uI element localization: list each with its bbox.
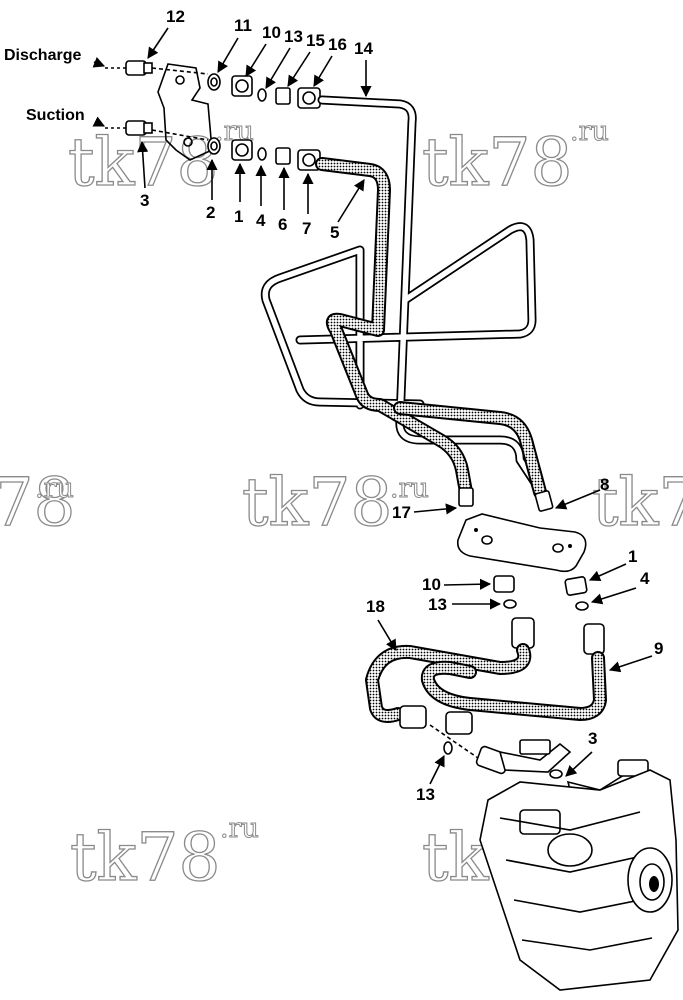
callout-3-lower: 3: [588, 729, 597, 748]
callout-3-top: 3: [140, 191, 149, 210]
callout-10: 10: [262, 23, 281, 42]
svg-text:tk78: tk78: [592, 464, 683, 541]
callout-12: 12: [166, 7, 185, 26]
callout-2: 2: [206, 203, 215, 222]
callout-18: 18: [366, 597, 385, 616]
callout-13-lower: 13: [428, 595, 447, 614]
callout-15: 15: [306, 31, 325, 50]
watermark-mid-left: tk78 .ru: [0, 463, 76, 541]
callout-13-bottom: 13: [416, 785, 435, 804]
watermark-mid-center: tk78 .ru: [241, 463, 429, 541]
discharge-label: Discharge: [4, 47, 81, 64]
watermark-mid-right: tk78: [591, 463, 683, 541]
svg-text:.ru: .ru: [220, 813, 259, 844]
svg-text:tk78: tk78: [422, 124, 573, 201]
callout-4-lower: 4: [640, 569, 650, 588]
svg-text:tk78: tk78: [242, 464, 393, 541]
compressor: [479, 769, 679, 991]
flex-hose-18: [365, 617, 535, 723]
callout-7: 7: [302, 219, 311, 238]
callout-4-top: 4: [256, 211, 266, 230]
top-mounting-bracket: [157, 63, 213, 161]
callout-17: 17: [392, 503, 411, 522]
svg-text:.ru: .ru: [35, 473, 74, 504]
callout-6: 6: [278, 215, 287, 234]
callout-5: 5: [330, 223, 339, 242]
callout-1-lower: 1: [628, 547, 637, 566]
flex-hose-9: [420, 623, 607, 721]
suction-fitting-row: [105, 120, 321, 171]
callout-10-lower: 10: [422, 575, 441, 594]
watermark-top-left: tk78 .ru: [67, 116, 254, 202]
suction-label: Suction: [26, 107, 85, 124]
callouts: 12 11 10 13 15 16 14 3 2 1 4 6 7 5 17 8 …: [137, 7, 663, 804]
callout-9: 9: [654, 639, 663, 658]
callout-13: 13: [284, 27, 303, 46]
callout-1-top: 1: [234, 207, 243, 226]
svg-text:.ru: .ru: [390, 473, 429, 504]
suction-hose: [315, 157, 547, 499]
callout-8: 8: [600, 475, 609, 494]
callout-11: 11: [234, 16, 252, 35]
watermark-top-right: tk78 .ru: [421, 116, 609, 202]
callout-16: 16: [328, 35, 347, 54]
lower-mounting-plate: [456, 513, 587, 573]
discharge-fitting-row: [105, 60, 321, 109]
svg-text:.ru: .ru: [570, 116, 609, 147]
discharge-rigid-tube: [260, 95, 550, 503]
callout-14: 14: [354, 39, 373, 58]
svg-text:tk78: tk78: [0, 464, 76, 541]
svg-text:tk78: tk78: [70, 819, 221, 896]
watermark-bottom-left: tk78 .ru: [69, 813, 259, 897]
